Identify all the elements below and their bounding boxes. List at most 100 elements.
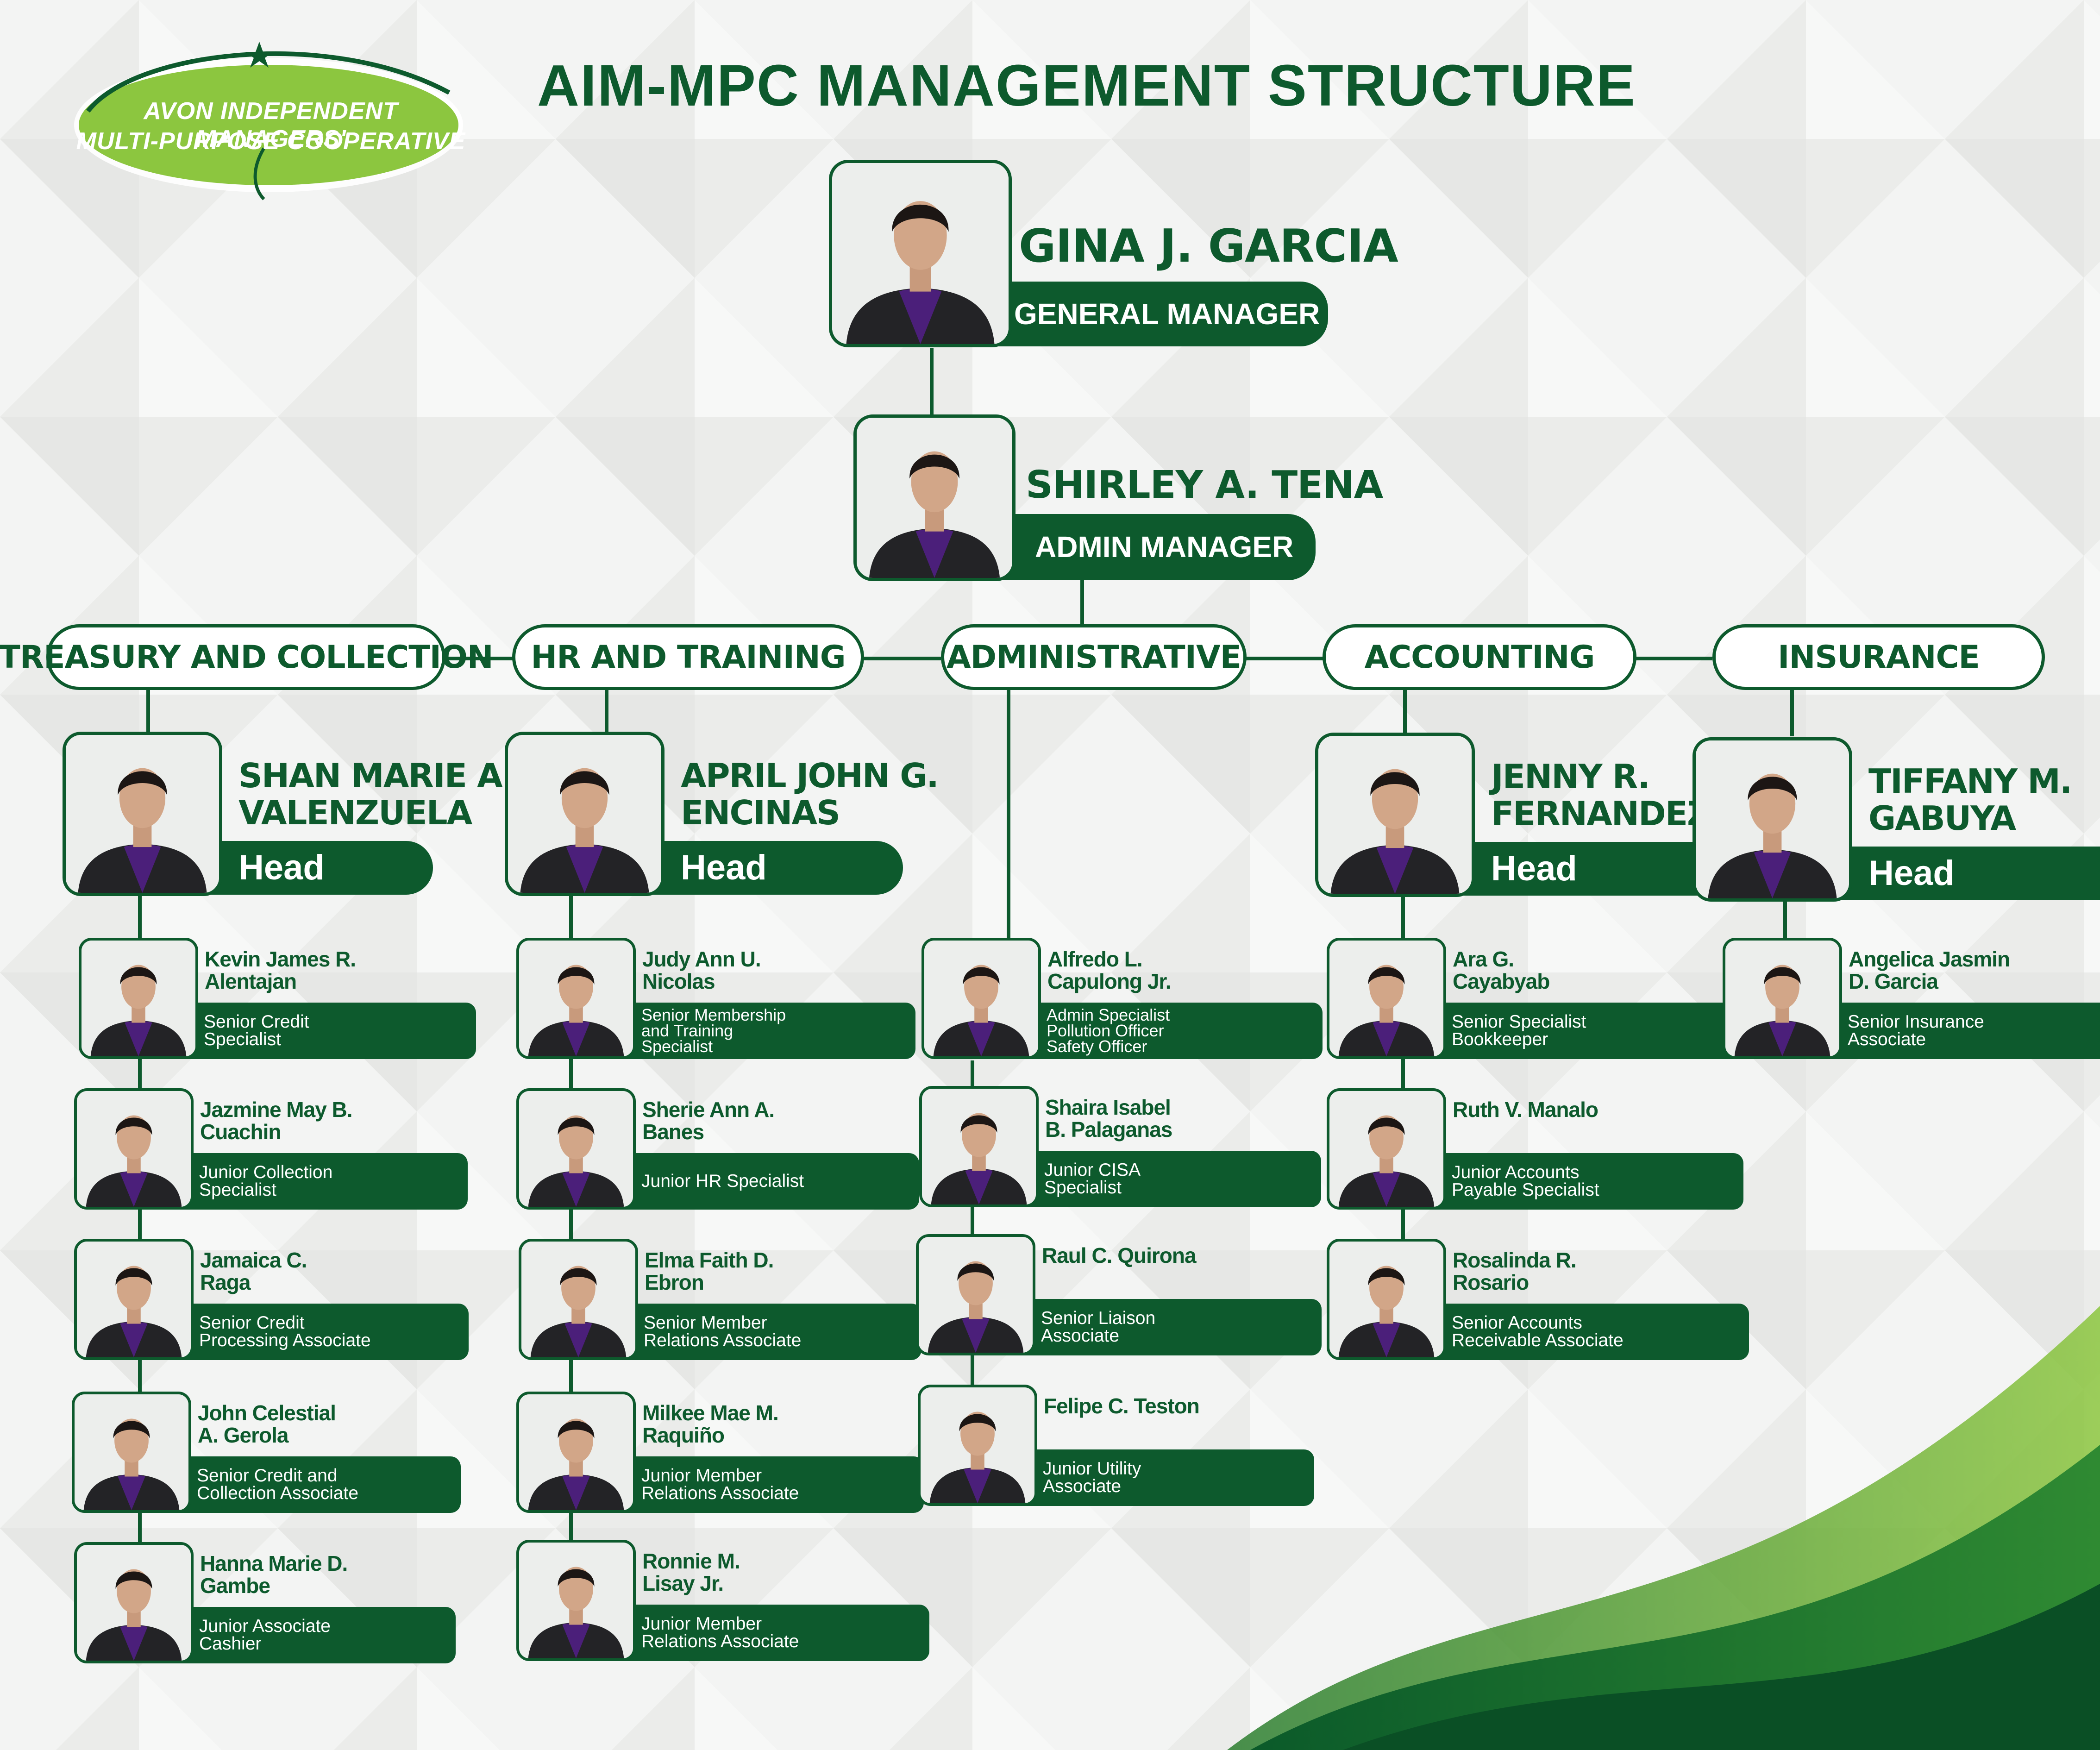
head-photo <box>505 732 664 896</box>
staff-photo <box>1723 938 1842 1059</box>
general-manager-photo <box>829 160 1012 347</box>
head-name-line1: TIFFANY M. <box>1868 762 2072 801</box>
department-accounting: ACCOUNTING <box>1323 624 1636 690</box>
staff-photo <box>516 938 636 1059</box>
staff-photo <box>516 1392 636 1513</box>
department-treasury-and-collection: TREASURY AND COLLECTION <box>0 624 494 690</box>
head-hr-and-training: Head APRIL JOHN G. ENCINAS <box>505 732 939 898</box>
page-title: AIM-MPC MANAGEMENT STRUCTURE <box>537 53 1636 118</box>
staff-name: Jamaica C.Raga <box>200 1248 307 1294</box>
admin-manager-role: ADMIN MANAGER <box>992 514 1316 580</box>
head-role: Head <box>644 841 903 895</box>
head-accounting: Head JENNY R. FERNANDEZ <box>1315 733 1787 899</box>
staff-name: Hanna Marie D.Gambe <box>200 1551 348 1598</box>
staff-name: Rosalinda R.Rosario <box>1453 1248 1577 1294</box>
staff-photo <box>74 1239 194 1360</box>
head-name-line2: GABUYA <box>1868 799 2016 838</box>
staff-name: Ruth V. Manalo <box>1453 1098 1599 1122</box>
staff-name: Kevin James R.Alentajan <box>205 947 356 993</box>
admin-manager-name: SHIRLEY A. TENA <box>1026 463 1383 507</box>
head-treasury-and-collection: Head SHAN MARIE A. VALENZUELA <box>63 732 515 898</box>
staff-role: Junior HR Specialist <box>614 1153 919 1210</box>
department-administrative: ADMINISTRATIVE <box>941 624 1247 690</box>
general-manager-node: GENERAL MANAGER GINA J. GARCIA <box>829 160 1398 350</box>
head-name-line1: SHAN MARIE A. <box>238 756 515 795</box>
head-insurance: Head TIFFANY M. GABUYA <box>1693 737 2100 904</box>
general-manager-name: GINA J. GARCIA <box>1019 220 1398 273</box>
staff-name: Raul C. Quirona <box>1042 1243 1197 1267</box>
head-name-line2: ENCINAS <box>681 793 840 832</box>
staff-name: Felipe C. Teston <box>1044 1394 1200 1418</box>
head-role: Head <box>1831 847 2100 900</box>
staff-card: Junior HR Specialist Sherie Ann A.Banes <box>516 1088 919 1213</box>
admin-manager-photo <box>853 414 1016 581</box>
staff-photo <box>1327 1239 1446 1360</box>
head-photo <box>1693 737 1852 902</box>
department-insurance: INSURANCE <box>1712 624 2045 690</box>
general-manager-role: GENERAL MANAGER <box>968 282 1328 346</box>
department-hr-and-training: HR AND TRAINING <box>512 624 864 690</box>
staff-name: Judy Ann U.Nicolas <box>642 947 761 993</box>
cooperative-logo: AVON INDEPENDENT MANAGERS' MULTI-PURPOSE… <box>69 32 472 204</box>
staff-photo <box>1327 938 1446 1059</box>
staff-photo <box>74 1088 194 1210</box>
staff-photo <box>919 1086 1039 1207</box>
head-name-line2: FERNANDEZ <box>1491 794 1711 833</box>
logo-text-line2: MULTI-PURPOSE COOPERATIVE <box>76 128 466 155</box>
staff-photo <box>516 1540 636 1661</box>
head-role: Head <box>201 841 433 895</box>
staff-photo <box>1327 1088 1446 1210</box>
staff-name: Elma Faith D.Ebron <box>645 1248 774 1294</box>
staff-photo <box>79 938 198 1059</box>
staff-photo <box>72 1392 191 1513</box>
staff-name: Milkee Mae M.Raquiño <box>642 1401 779 1447</box>
head-photo <box>63 732 222 896</box>
staff-photo <box>74 1542 194 1663</box>
head-name-line2: VALENZUELA <box>238 793 472 832</box>
head-photo <box>1315 733 1475 897</box>
staff-photo <box>921 938 1041 1059</box>
admin-manager-node: ADMIN MANAGER SHIRLEY A. TENA <box>853 414 1383 583</box>
logo-text-line1: AVON INDEPENDENT MANAGERS' <box>144 98 398 152</box>
staff-photo <box>918 1385 1037 1506</box>
staff-photo <box>916 1234 1035 1355</box>
staff-photo <box>516 1088 636 1210</box>
head-name-line1: APRIL JOHN G. <box>681 756 939 795</box>
staff-name: Jazmine May B.Cuachin <box>200 1098 353 1144</box>
